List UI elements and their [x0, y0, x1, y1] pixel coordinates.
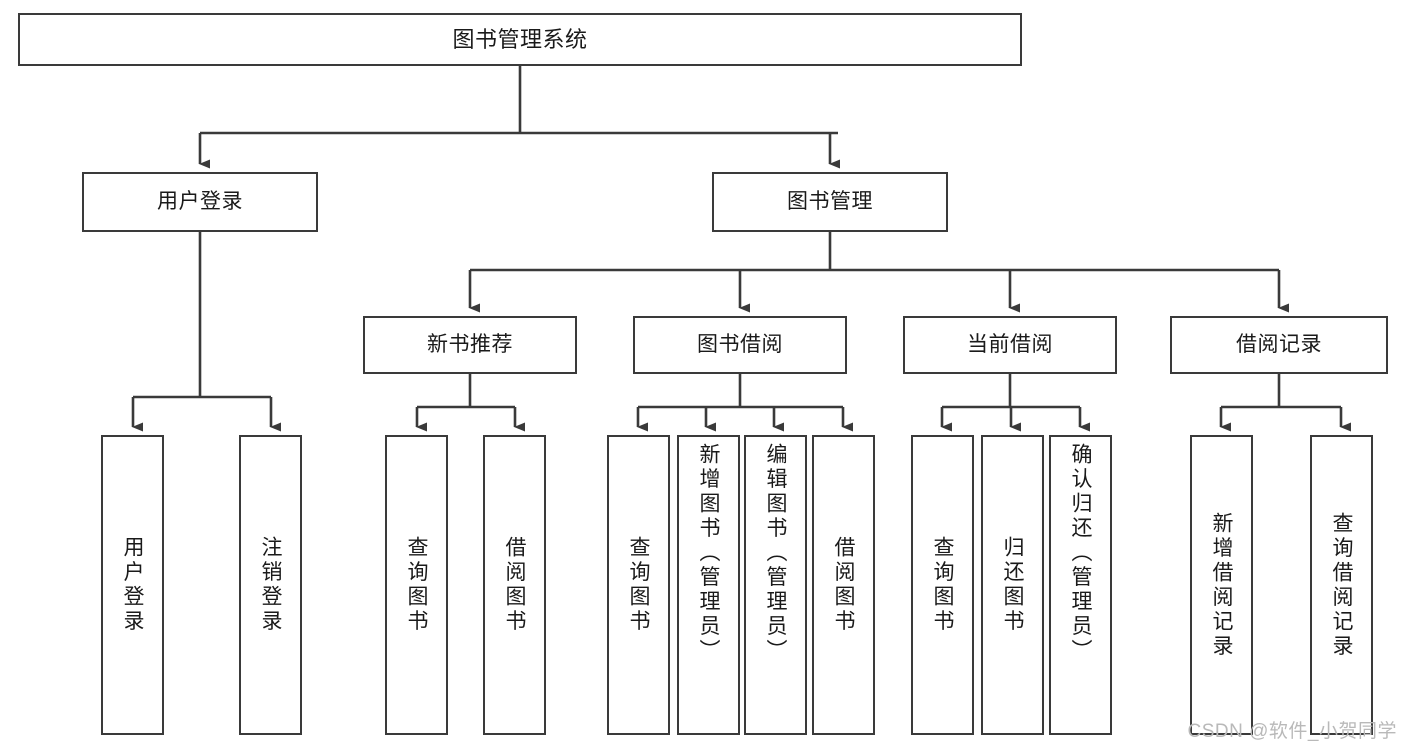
node-leaf-borrow-book-rec[interactable]: 借阅图书 — [483, 435, 546, 735]
watermark-text: CSDN @软件_小贺同学 — [1187, 721, 1397, 742]
node-leaf-borrow-book-label: 借阅图书 — [832, 536, 855, 634]
node-leaf-query-borrow-record-label: 查询借阅记录 — [1330, 511, 1353, 659]
node-leaf-query-book-rec-label: 查询图书 — [405, 536, 428, 634]
node-leaf-query-book-borrow[interactable]: 查询图书 — [607, 435, 670, 735]
node-leaf-edit-book-admin-label: 编辑图书（管理员） — [764, 443, 787, 664]
node-new-book-rec[interactable]: 新书推荐 — [363, 316, 577, 374]
node-root[interactable]: 图书管理系统 — [18, 13, 1022, 66]
node-leaf-borrow-book[interactable]: 借阅图书 — [812, 435, 875, 735]
node-leaf-add-borrow-record-label: 新增借阅记录 — [1210, 511, 1233, 659]
node-leaf-logout[interactable]: 注销登录 — [239, 435, 302, 735]
node-borrow-record-label: 借阅记录 — [1236, 332, 1322, 356]
node-leaf-return-book-label: 归还图书 — [1001, 536, 1024, 634]
node-leaf-user-login[interactable]: 用户登录 — [101, 435, 164, 735]
node-user-login[interactable]: 用户登录 — [82, 172, 318, 232]
node-leaf-query-borrow-record[interactable]: 查询借阅记录 — [1310, 435, 1373, 735]
node-leaf-confirm-return-admin[interactable]: 确认归还（管理员） — [1049, 435, 1112, 735]
node-leaf-add-borrow-record[interactable]: 新增借阅记录 — [1190, 435, 1253, 735]
node-leaf-edit-book-admin[interactable]: 编辑图书（管理员） — [744, 435, 807, 735]
node-borrow-record[interactable]: 借阅记录 — [1170, 316, 1388, 374]
node-current-borrow-label: 当前借阅 — [967, 332, 1053, 356]
node-leaf-add-book-admin-label: 新增图书（管理员） — [697, 443, 720, 664]
node-leaf-query-book-rec[interactable]: 查询图书 — [385, 435, 448, 735]
node-new-book-rec-label: 新书推荐 — [427, 332, 513, 356]
node-leaf-confirm-return-admin-label: 确认归还（管理员） — [1069, 443, 1092, 664]
node-book-borrow[interactable]: 图书借阅 — [633, 316, 847, 374]
node-root-label: 图书管理系统 — [452, 26, 588, 52]
node-leaf-query-book-cur[interactable]: 查询图书 — [911, 435, 974, 735]
node-leaf-user-login-label: 用户登录 — [121, 536, 144, 634]
node-leaf-query-book-borrow-label: 查询图书 — [627, 536, 650, 634]
node-leaf-add-book-admin[interactable]: 新增图书（管理员） — [677, 435, 740, 735]
node-leaf-logout-label: 注销登录 — [259, 536, 282, 634]
node-book-manage-label: 图书管理 — [787, 189, 873, 213]
node-leaf-query-book-cur-label: 查询图书 — [931, 536, 954, 634]
node-leaf-return-book[interactable]: 归还图书 — [981, 435, 1044, 735]
node-user-login-label: 用户登录 — [157, 189, 243, 213]
node-book-manage[interactable]: 图书管理 — [712, 172, 948, 232]
node-book-borrow-label: 图书借阅 — [697, 332, 783, 356]
node-leaf-borrow-book-rec-label: 借阅图书 — [503, 536, 526, 634]
node-current-borrow[interactable]: 当前借阅 — [903, 316, 1117, 374]
